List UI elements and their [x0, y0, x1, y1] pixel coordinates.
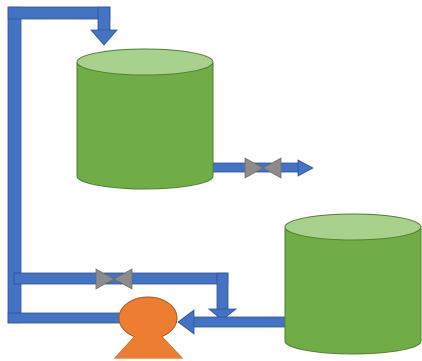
suction-arrow: [177, 309, 195, 335]
outlet-arrow: [297, 159, 314, 177]
outlet-valve-icon: [244, 157, 282, 179]
pump-discharge-pipe: [7, 312, 129, 324]
lower-tank: [284, 213, 422, 355]
outlet-valve-left-wedge: [244, 157, 264, 179]
tank-inlet-arrow: [90, 29, 118, 46]
suction-pipe: [191, 316, 295, 328]
bypass-pipe-drop: [216, 272, 229, 312]
lower-tank-body: [284, 226, 422, 355]
bypass-valve-right-wedge: [113, 268, 133, 290]
centrifugal-pump-icon: [113, 296, 184, 359]
upper-tank: [76, 48, 214, 190]
riser-pipe-drop: [97, 6, 111, 32]
bypass-drop-arrow: [207, 308, 238, 321]
bypass-valve-icon: [95, 268, 133, 290]
upper-tank-body: [76, 61, 214, 190]
outlet-valve-right-wedge: [262, 157, 282, 179]
bypass-valve-left-wedge: [95, 268, 115, 290]
riser-pipe-top-run: [7, 6, 111, 20]
riser-pipe: [7, 6, 111, 324]
pump-base-overlay: [115, 322, 182, 358]
upper-tank-top: [76, 48, 214, 76]
lower-tank-top: [284, 213, 422, 241]
